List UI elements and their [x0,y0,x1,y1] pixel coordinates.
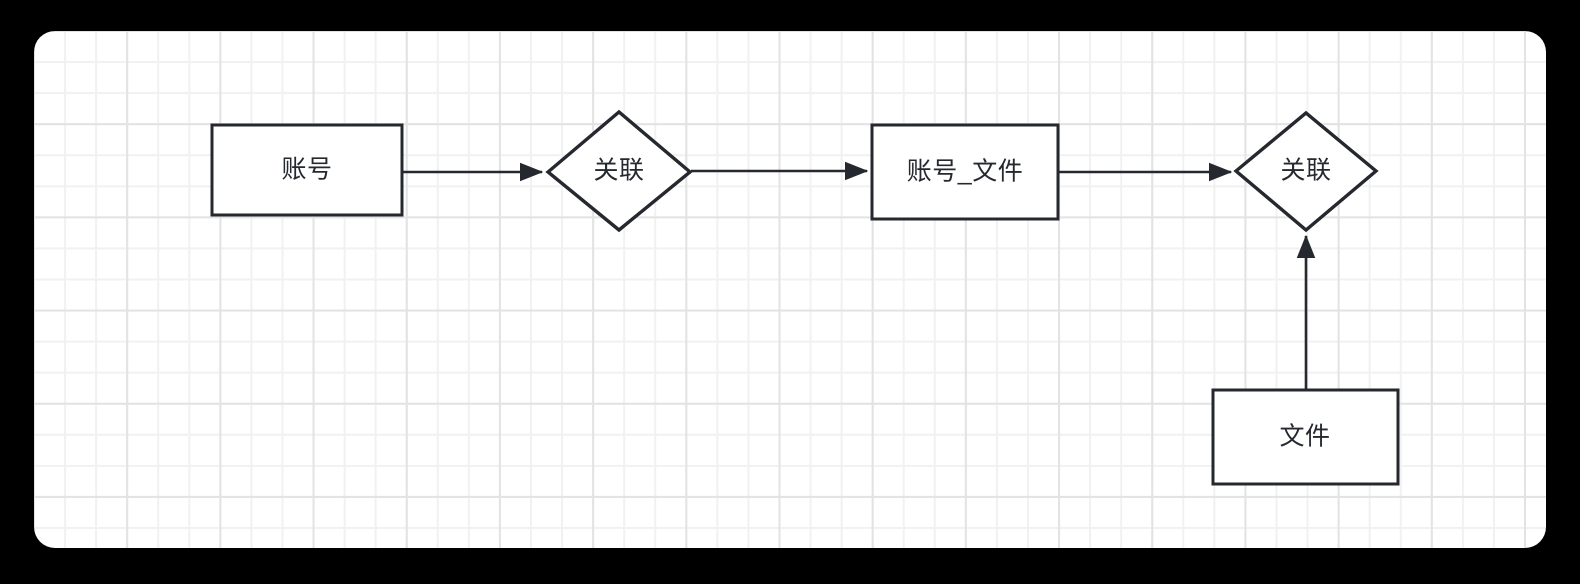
node-relation-2-shape[interactable] [1233,110,1379,233]
diagram-canvas[interactable]: 账号 关联 账号_文件 关联 文件 [34,31,1546,548]
node-file-label: 文件 [1279,422,1331,451]
node-account-file-shape[interactable] [870,123,1060,221]
node-relation-1-shape[interactable] [545,109,693,233]
node-account-file-label: 账号_文件 [906,157,1024,186]
node-account-shape[interactable] [210,123,404,217]
diagram-shapes [210,109,1400,486]
node-relation-2-label: 关联 [1280,156,1332,185]
node-relation-1-label: 关联 [593,156,645,185]
node-account-label: 账号 [281,155,333,184]
